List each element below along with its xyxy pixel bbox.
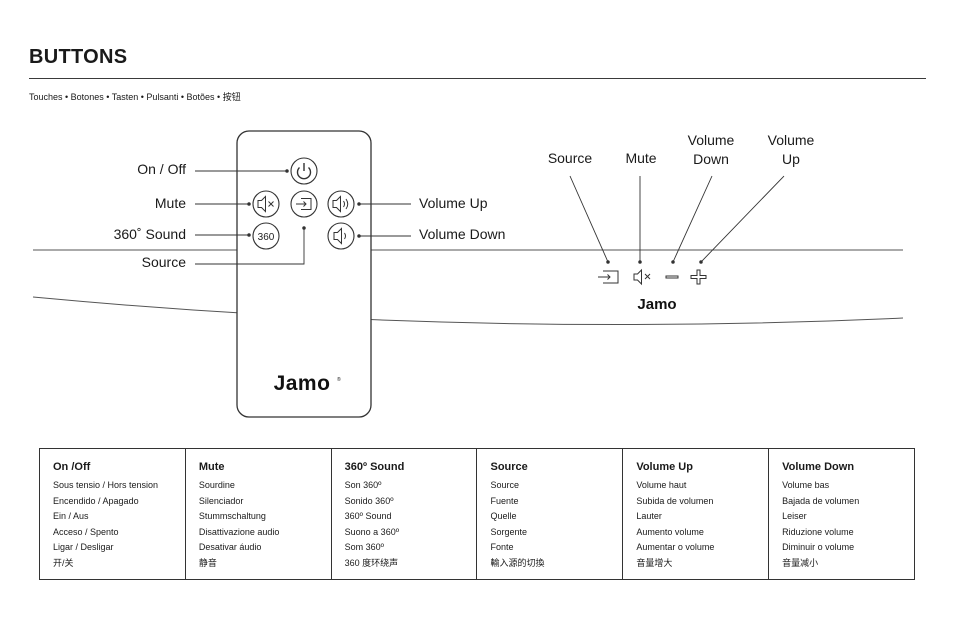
table-cell: Encendido / Apagado	[53, 495, 139, 506]
table-cell: Desativar áudio	[198, 542, 262, 553]
table-cell: Riduzione volume	[782, 526, 854, 537]
speaker-label-volume-up: Volume Up	[767, 132, 815, 167]
column-heading: On /Off	[53, 461, 91, 473]
table-cell: Subida de volumen	[636, 495, 714, 506]
column-heading: Source	[490, 461, 528, 473]
table-cell: Suono a 360º	[344, 526, 399, 537]
table-cell: 輸入源的切換	[490, 557, 545, 568]
table-cell: Volume haut	[636, 480, 687, 490]
speaker-minus-icon	[665, 275, 679, 279]
table-cell: 开/关	[53, 557, 74, 568]
page-title: BUTTONS	[29, 46, 128, 68]
table-column-on-off: On /Off Sous tensio / Hors tension Encen…	[40, 449, 186, 579]
speaker-callouts	[569, 175, 785, 264]
product-illustration: 360 Jamo ® Jamo	[32, 130, 904, 418]
column-heading: Mute	[198, 461, 225, 473]
table-cell: Sourdine	[198, 480, 235, 490]
translation-table: On /Off Sous tensio / Hors tension Encen…	[39, 448, 915, 580]
column-heading: 360º Sound	[344, 461, 405, 473]
table-column-source: Source Source Fuente Quelle Sorgente Fon…	[477, 449, 624, 579]
remote-callouts	[195, 169, 411, 265]
volume-down-button[interactable]	[327, 222, 355, 250]
remote-brand-registered-mark: ®	[337, 376, 341, 383]
power-button[interactable]	[290, 157, 318, 185]
label-on-off: On / Off	[137, 161, 186, 177]
speaker-front-curve	[32, 296, 904, 326]
table-cell: 静音	[198, 557, 217, 568]
column-heading: Volume Down	[782, 461, 855, 473]
speaker-source-icon	[598, 270, 619, 284]
speaker-label-mute: Mute	[625, 150, 657, 166]
mute-button[interactable]	[252, 190, 280, 218]
table-cell: Stummschaltung	[198, 511, 266, 522]
table-cell: Volume bas	[782, 480, 830, 490]
table-cell: Sorgente	[490, 526, 528, 537]
table-cell: Source	[490, 480, 520, 490]
sound-360-button[interactable]: 360	[252, 222, 280, 250]
table-cell: Fonte	[490, 542, 514, 553]
speaker-label-source: Source	[547, 150, 593, 166]
source-button[interactable]	[290, 190, 318, 218]
table-cell: Som 360º	[344, 542, 384, 553]
label-volume-up: Volume Up	[419, 195, 488, 211]
volume-up-button[interactable]	[327, 190, 355, 218]
source-input-icon	[296, 198, 312, 210]
table-cell: 360º Sound	[344, 511, 392, 522]
volume-up-icon	[332, 195, 349, 213]
table-cell: Acceso / Spento	[53, 526, 119, 537]
power-icon	[296, 163, 312, 180]
table-cell: Bajada de volumen	[782, 495, 860, 506]
label-mute: Mute	[154, 195, 186, 211]
table-cell: Fuente	[490, 495, 519, 506]
table-cell: Silenciador	[198, 495, 244, 506]
table-cell: Son 360º	[344, 480, 382, 490]
sound-360-button-text: 360	[258, 232, 275, 243]
table-cell: Disattivazione audio	[198, 526, 280, 537]
speaker-mute-icon	[633, 268, 651, 286]
table-cell: Quelle	[490, 511, 517, 522]
speaker-label-volume-down: Volume Down	[687, 132, 735, 167]
table-column-mute: Mute Sourdine Silenciador Stummschaltung…	[186, 449, 332, 579]
table-column-volume-down: Volume Down Volume bas Bajada de volumen…	[769, 449, 914, 579]
speaker-mute-icon	[257, 195, 274, 213]
page-subtitle: Touches • Botones • Tasten • Pulsanti • …	[29, 92, 241, 102]
table-cell: 360 度环绕声	[344, 557, 399, 568]
speaker-plus-icon	[690, 269, 707, 285]
column-heading: Volume Up	[636, 461, 693, 473]
table-cell: Diminuir o volume	[782, 542, 855, 553]
volume-down-icon	[333, 227, 346, 245]
remote-brand-logo: Jamo	[274, 372, 331, 395]
table-cell: Ligar / Desligar	[53, 542, 114, 553]
label-source: Source	[141, 254, 186, 270]
table-cell: Aumento volume	[636, 526, 704, 537]
table-cell: Leiser	[782, 511, 807, 522]
label-volume-down: Volume Down	[419, 226, 506, 242]
title-divider	[29, 78, 926, 79]
table-cell: 音量减小	[782, 557, 819, 568]
table-cell: Lauter	[636, 511, 662, 522]
table-cell: Sonido 360º	[344, 495, 394, 506]
table-cell: Ein / Aus	[53, 511, 89, 522]
table-column-volume-up: Volume Up Volume haut Subida de volumen …	[623, 449, 770, 579]
table-column-360-sound: 360º Sound Son 360º Sonido 360º 360º Sou…	[332, 449, 478, 579]
table-cell: Sous tensio / Hors tension	[53, 480, 159, 490]
label-360-sound: 360˚ Sound	[113, 226, 186, 242]
table-cell: 音量增大	[636, 557, 673, 568]
speaker-brand-logo: Jamo	[637, 296, 676, 313]
table-cell: Aumentar o volume	[636, 542, 715, 553]
